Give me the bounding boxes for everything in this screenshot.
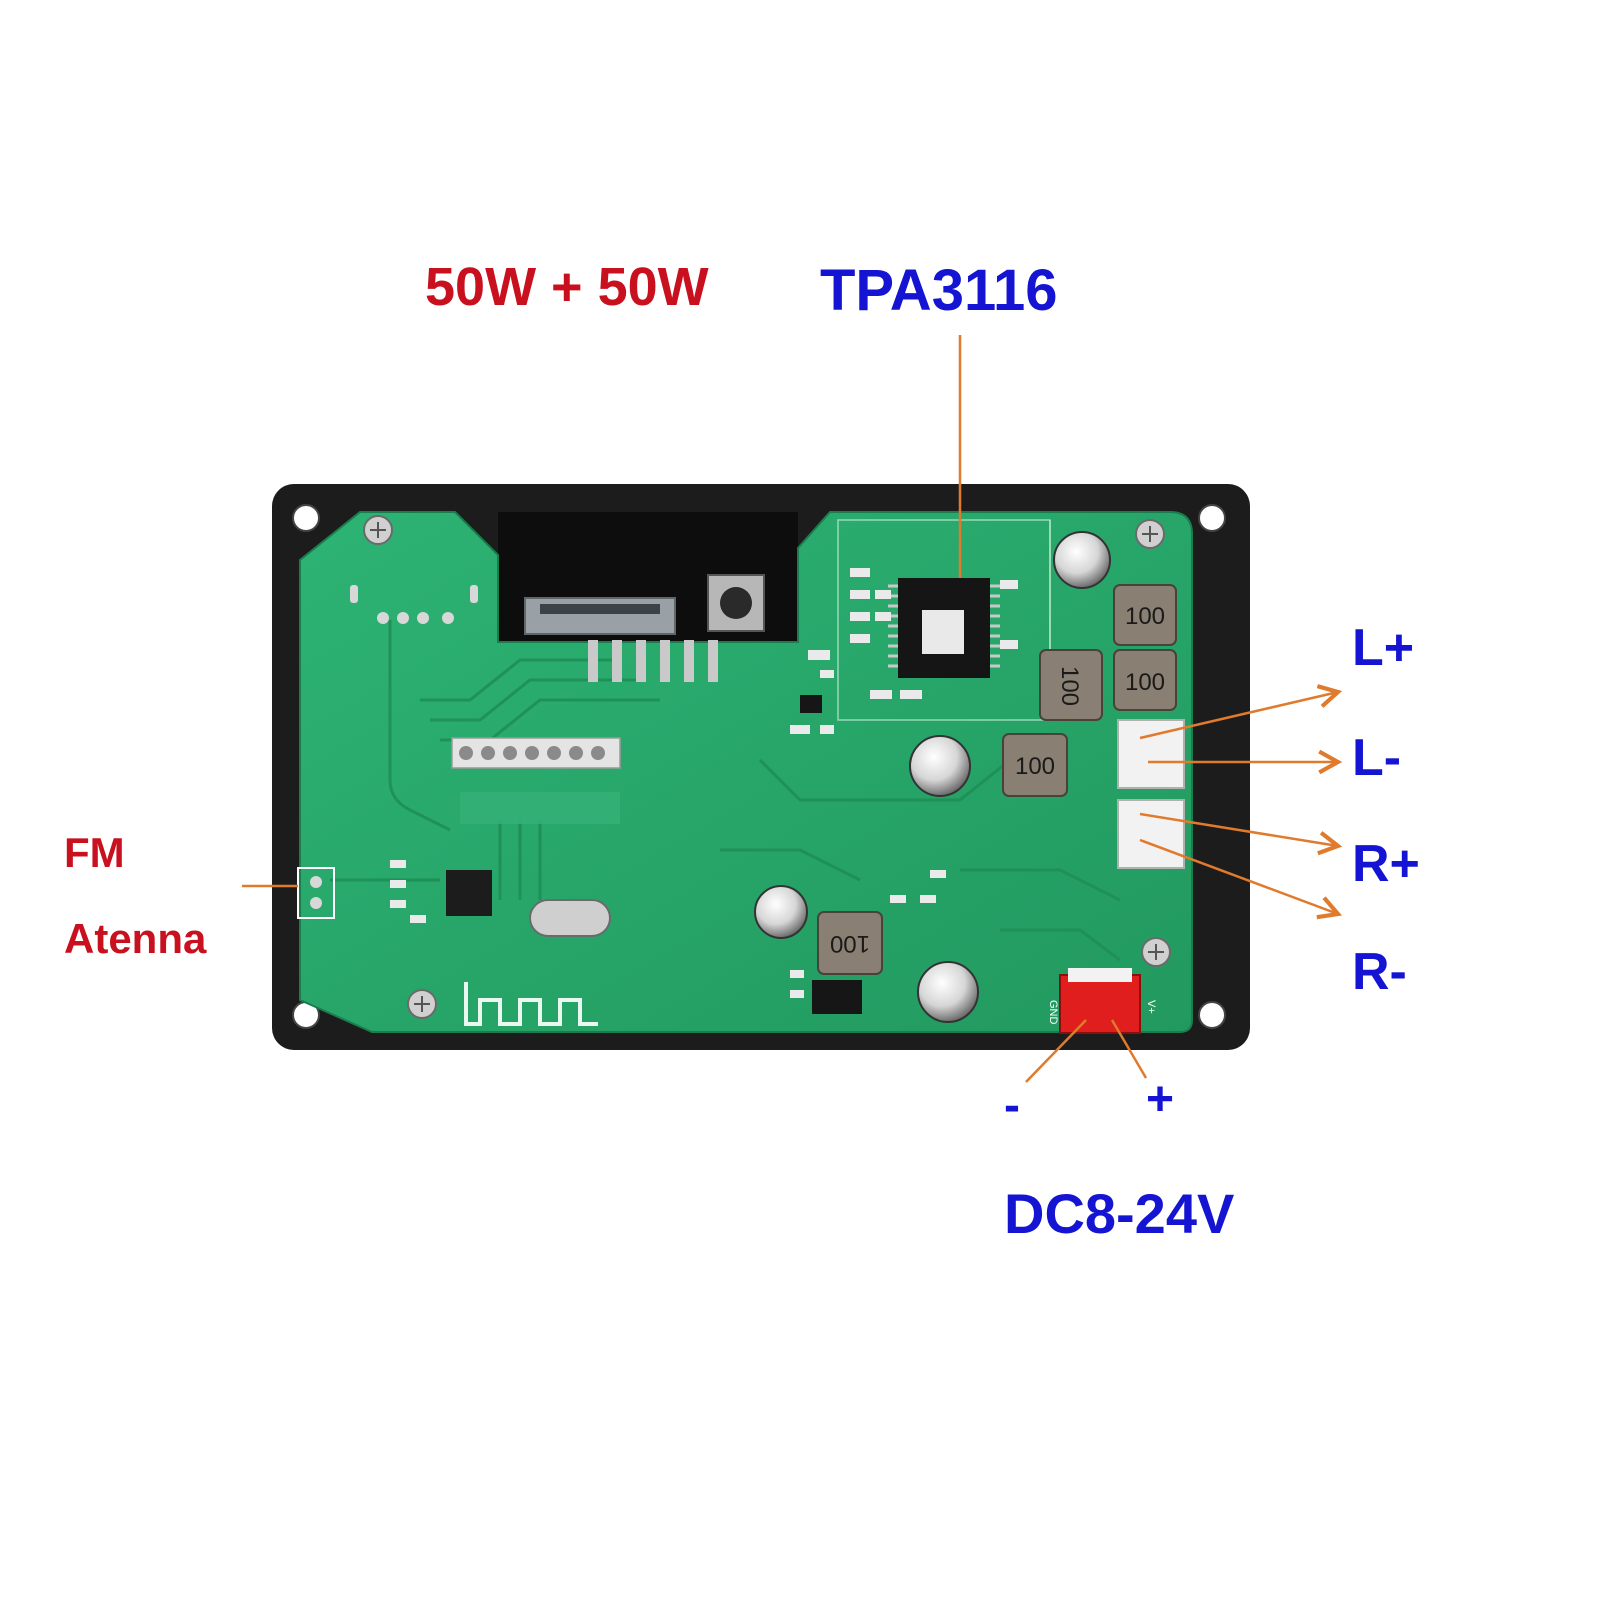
leader-line-dc-plus [1110, 1019, 1148, 1079]
electrolytic-capacitor [754, 885, 808, 939]
leader-line-dc-minus [1025, 1019, 1087, 1083]
right-plus-label: R+ [1352, 835, 1420, 893]
mount-hole [1198, 504, 1226, 532]
transistor [800, 695, 822, 713]
test-pads [350, 585, 478, 624]
fm-antenna-pin [310, 876, 322, 888]
inductor: 100 [1039, 649, 1103, 721]
pcb-traces [330, 620, 1121, 962]
regulator-ic [812, 980, 862, 1014]
tpa3116-pins [888, 584, 1000, 668]
inductor-marking: 100 [1125, 669, 1165, 696]
screw [1135, 519, 1165, 549]
crystal-oscillator [529, 899, 611, 937]
fm-antenna-header [297, 867, 335, 919]
bluetooth-chip [446, 870, 492, 916]
screw [407, 989, 437, 1019]
inductor-marking: 100 [1125, 603, 1165, 630]
inductor: 100 [1113, 649, 1177, 711]
fm-antenna-pin [310, 897, 322, 909]
electrolytic-capacitor [1053, 531, 1111, 589]
inductor-marking: 100 [1015, 753, 1055, 780]
inductor: 100 [1113, 584, 1177, 646]
smd-components [390, 568, 1018, 998]
mount-hole [292, 504, 320, 532]
electrolytic-capacitor [909, 735, 971, 797]
screw [363, 515, 393, 545]
right-minus-label: R- [1352, 943, 1407, 1001]
leader-line-r-minus [1139, 838, 1338, 914]
leader-line-r-plus [1139, 812, 1338, 846]
leader-line-l-plus [1139, 692, 1338, 740]
inductor: 100 [1002, 733, 1068, 797]
sd-card-slot [524, 597, 676, 635]
pin-header-holes [459, 746, 605, 760]
screw [1141, 937, 1171, 967]
display-pins [588, 640, 718, 682]
power-terminal-label-gnd: GND [1047, 1000, 1059, 1025]
rotary-encoder-shaft [720, 587, 752, 619]
antenna-label: Atenna [64, 915, 207, 962]
pcb-antenna-trace [464, 982, 598, 1026]
inductor-marking: 100 [830, 930, 870, 957]
sd-card-slot-mouth [540, 604, 660, 614]
dc-power-connector-housing [1059, 974, 1141, 1034]
chip-label: TPA3116 [820, 258, 1058, 323]
left-plus-label: L+ [1352, 619, 1415, 677]
dc-power-connector-top [1068, 968, 1132, 982]
tpa3116-thermal-pad [922, 610, 964, 654]
ribbon-footprint [460, 792, 620, 824]
inductor: 100 [817, 911, 883, 975]
dc-voltage-label: DC8-24V [1004, 1182, 1235, 1245]
dc-plus-label: + [1146, 1073, 1175, 1126]
left-minus-label: L- [1352, 729, 1402, 787]
power-terminal-label-vplus: V+ [1145, 1000, 1157, 1014]
mount-hole [1198, 1001, 1226, 1029]
inductor-marking: 100 [1056, 666, 1083, 706]
speaker-connector-right [1117, 799, 1185, 869]
electrolytic-capacitor [917, 961, 979, 1023]
power-rating-label: 50W + 50W [425, 257, 709, 317]
dc-minus-label: - [1004, 1079, 1020, 1132]
fm-label: FM [64, 829, 125, 876]
